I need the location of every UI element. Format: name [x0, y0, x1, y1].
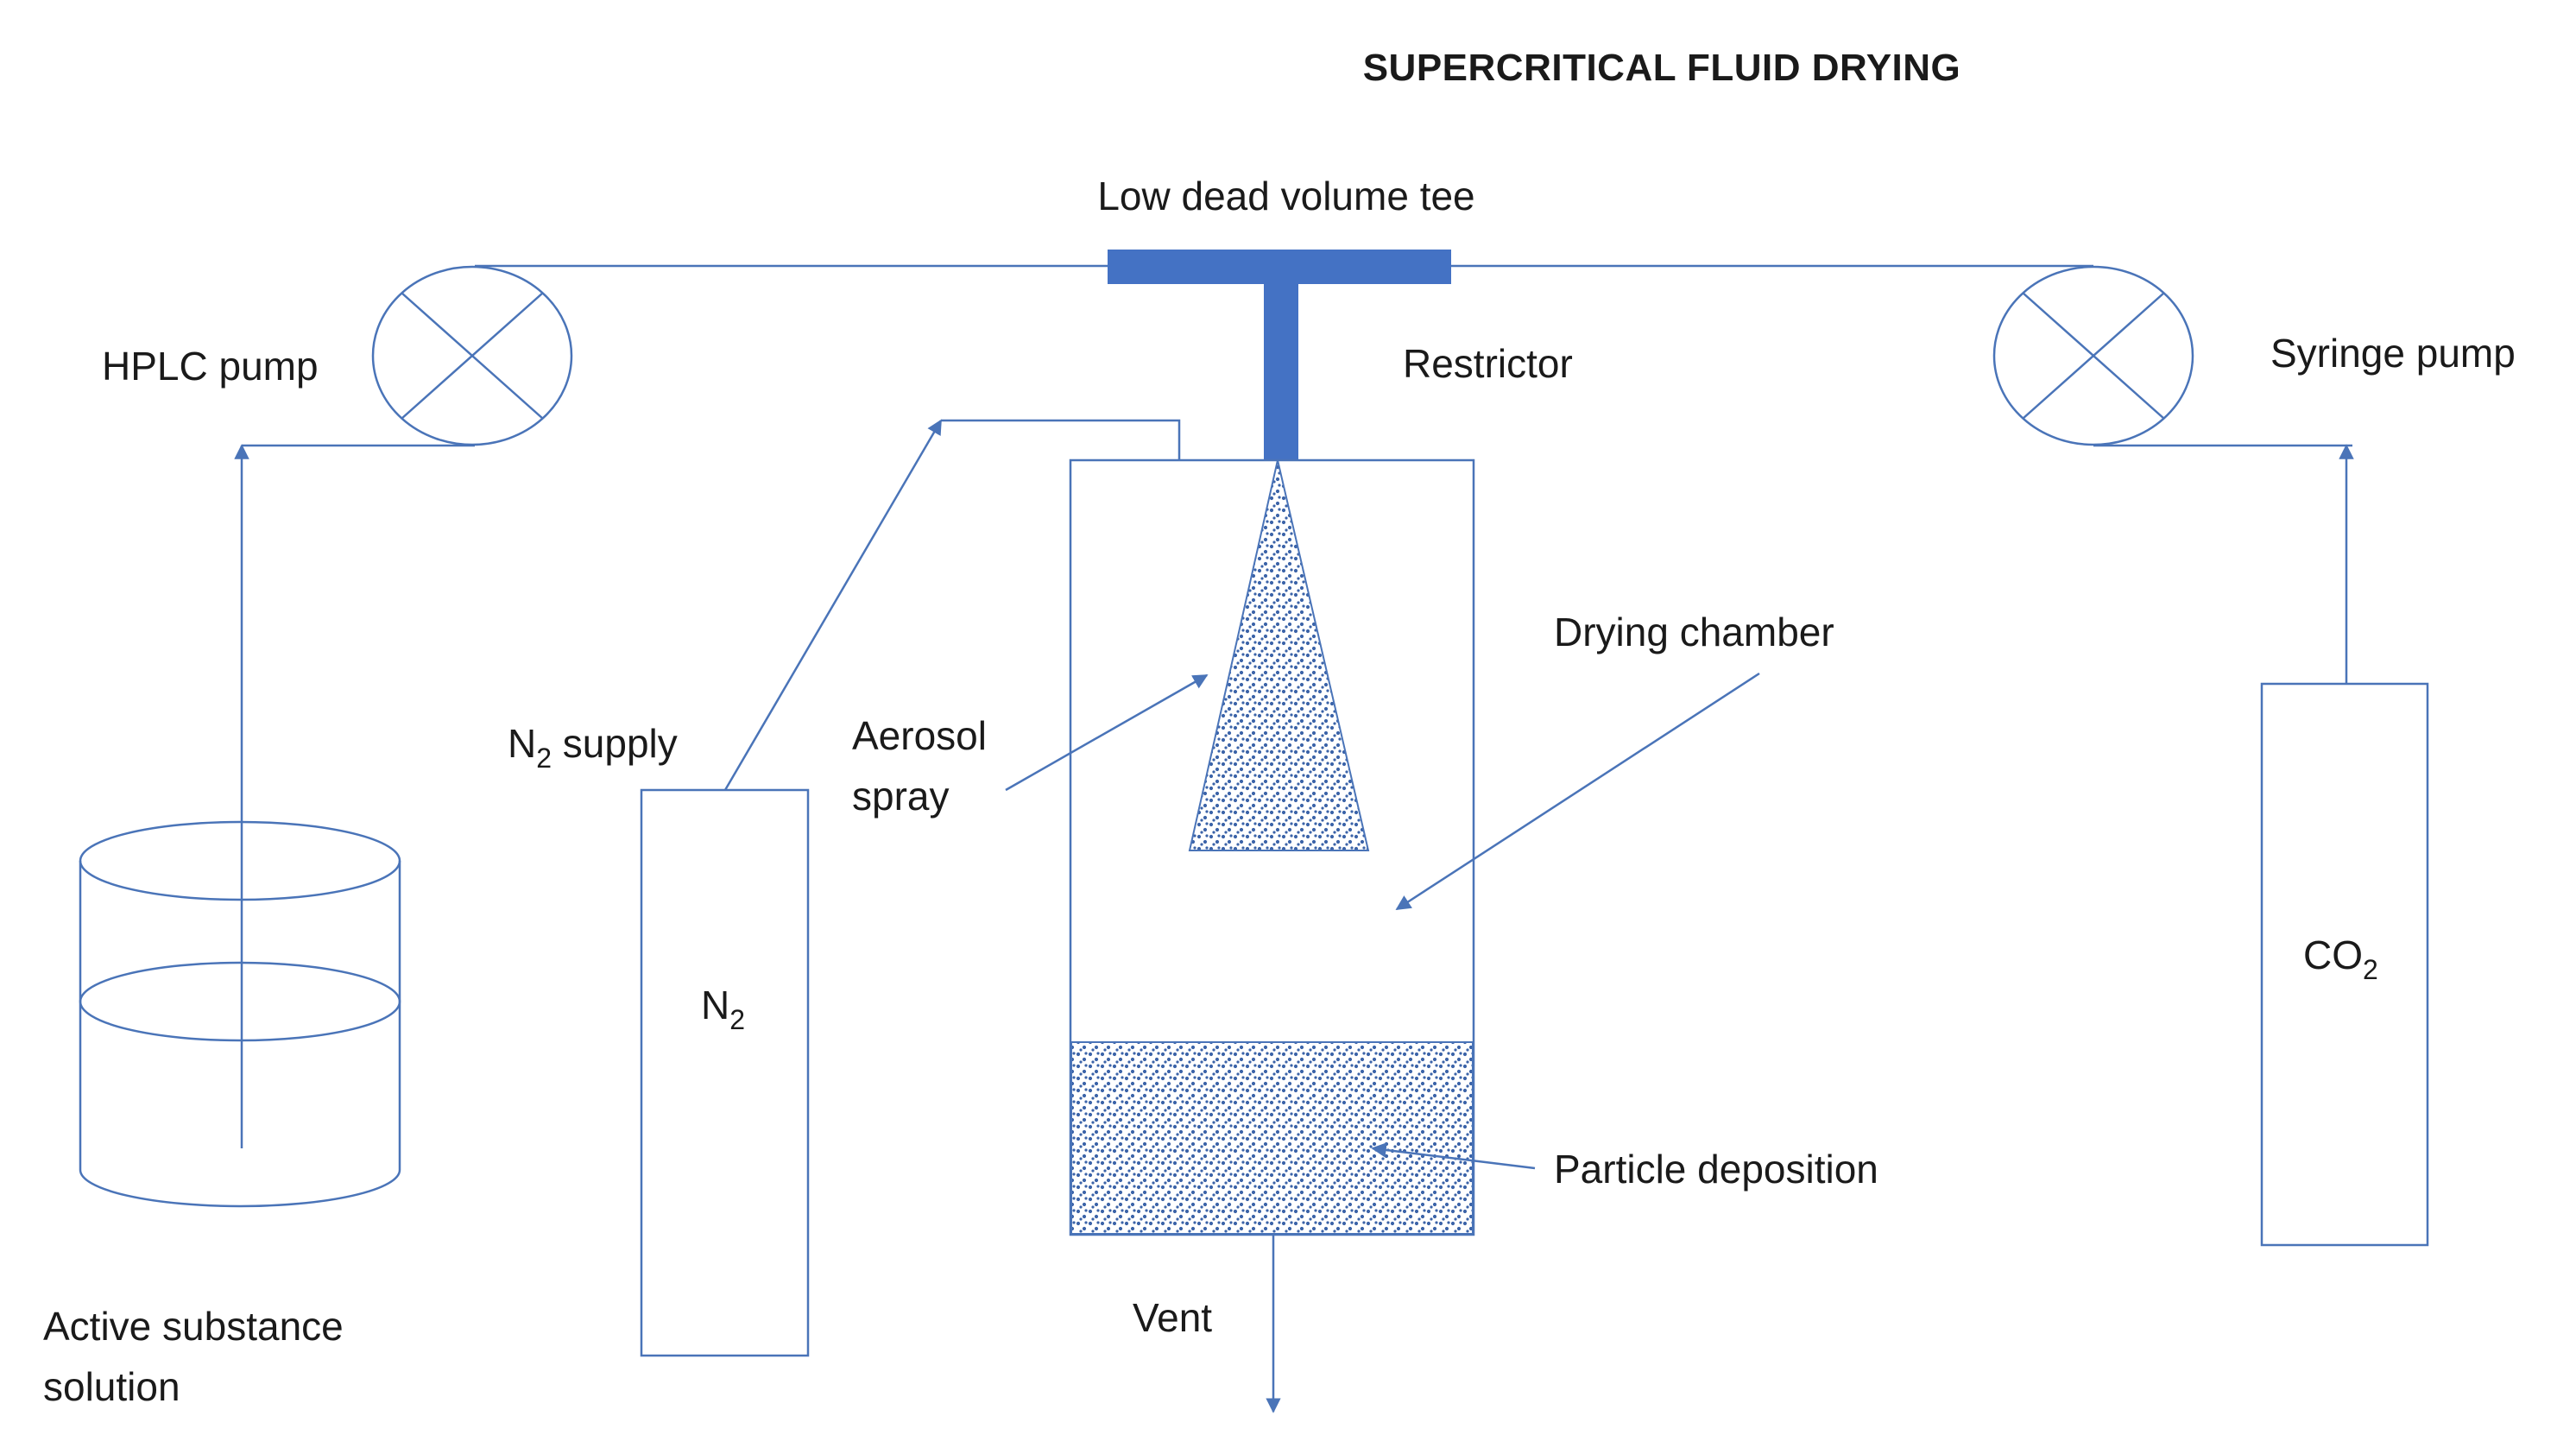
top-flow-lines: [242, 264, 2352, 447]
n2-cylinder-label: N2: [701, 983, 745, 1035]
syringe-pump-label: Syringe pump: [2270, 331, 2516, 376]
aerosol-spray-cone: [1188, 459, 1370, 851]
drying-chamber-pointer: [1395, 672, 1760, 911]
hplc-pump-label: HPLC pump: [102, 344, 319, 389]
drying-chamber-label: Drying chamber: [1554, 610, 1834, 654]
co2-cylinder: [2260, 682, 2429, 1247]
syringe-pump-icon: [1992, 265, 2194, 446]
co2-cylinder-label: CO2: [2303, 932, 2378, 985]
hplc-pump-icon: [371, 265, 573, 446]
low-dead-volume-tee: [1108, 250, 1451, 284]
diagram-title: SUPERCRITICAL FLUID DRYING: [1363, 47, 1961, 89]
particle-deposition-pointer: [1371, 1142, 1536, 1170]
n2-supply-line: [723, 419, 1181, 791]
aerosol-pointer: [1005, 673, 1209, 792]
restrictor-label: Restrictor: [1403, 341, 1573, 386]
vent-label: Vent: [1133, 1295, 1212, 1340]
aerosol-label-line1: Aerosol: [852, 713, 987, 758]
particle-deposition-layer: [1070, 1041, 1474, 1235]
solution-beaker-icon: [79, 820, 401, 1208]
particle-deposition-label: Particle deposition: [1554, 1147, 1878, 1192]
tee-label: Low dead volume tee: [1097, 174, 1474, 218]
n2-supply-label: N2 supply: [508, 721, 678, 774]
n2-cylinder: [640, 788, 810, 1357]
restrictor: [1264, 284, 1298, 461]
solution-label-line1: Active substance: [43, 1304, 344, 1349]
aerosol-label-line2: spray: [852, 774, 949, 819]
solution-label-line2: solution: [43, 1364, 180, 1409]
